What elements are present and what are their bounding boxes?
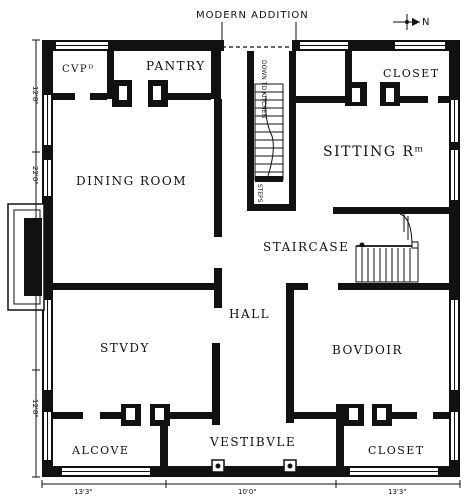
- room-label-pantry: PANTRY: [146, 59, 206, 73]
- dimension-left-bottom: 12'8": [31, 399, 39, 418]
- room-label-vestibule: VESTIBVLE: [209, 435, 296, 449]
- bottom-wall-windows: [62, 468, 438, 475]
- dimension-bottom-right: 13'3": [388, 488, 407, 496]
- dimension-bottom-left: 13'3": [74, 488, 93, 496]
- room-label-sitting-room: SITTING Rᵐ: [323, 144, 425, 160]
- dimension-left-top: 12'8": [31, 86, 39, 105]
- dimension-bottom-middle: 10'0": [238, 488, 257, 496]
- main-staircase: [355, 213, 419, 283]
- top-wall-windows: [56, 42, 445, 49]
- outer-walls: [42, 40, 460, 477]
- north-arrow-icon: [393, 14, 420, 30]
- room-label-boudoir: BOVDOIR: [332, 343, 403, 357]
- addition-label: MODERN ADDITION: [196, 10, 309, 21]
- right-wall-windows: [451, 100, 458, 460]
- room-label-study: STVDY: [100, 341, 150, 355]
- room-label-hall: HALL: [229, 307, 270, 321]
- room-label-closet-top: CLOSET: [383, 67, 440, 80]
- room-label-alcove: ALCOVE: [71, 444, 129, 457]
- room-label-staircase: STAIRCASE: [263, 240, 349, 254]
- steps-note: 5 STEPS: [256, 178, 263, 203]
- down-to-kitchen-note: DOWN TO KITCHEN: [260, 60, 267, 118]
- room-label-closet-bottom: CLOSET: [368, 444, 425, 457]
- north-label: N: [422, 17, 430, 28]
- fireplace-projection: [7, 203, 45, 311]
- interior-walls: [53, 51, 449, 467]
- back-stairs: [254, 83, 284, 182]
- room-label-dining-room: DINING ROOM: [76, 174, 187, 188]
- dimension-left-middle: 22'0": [31, 166, 39, 185]
- room-label-cupboard: CVPᴰ: [62, 64, 95, 75]
- left-wall-windows: [44, 95, 51, 460]
- vestibule-columns: [211, 459, 297, 473]
- dimension-lines: [32, 39, 461, 488]
